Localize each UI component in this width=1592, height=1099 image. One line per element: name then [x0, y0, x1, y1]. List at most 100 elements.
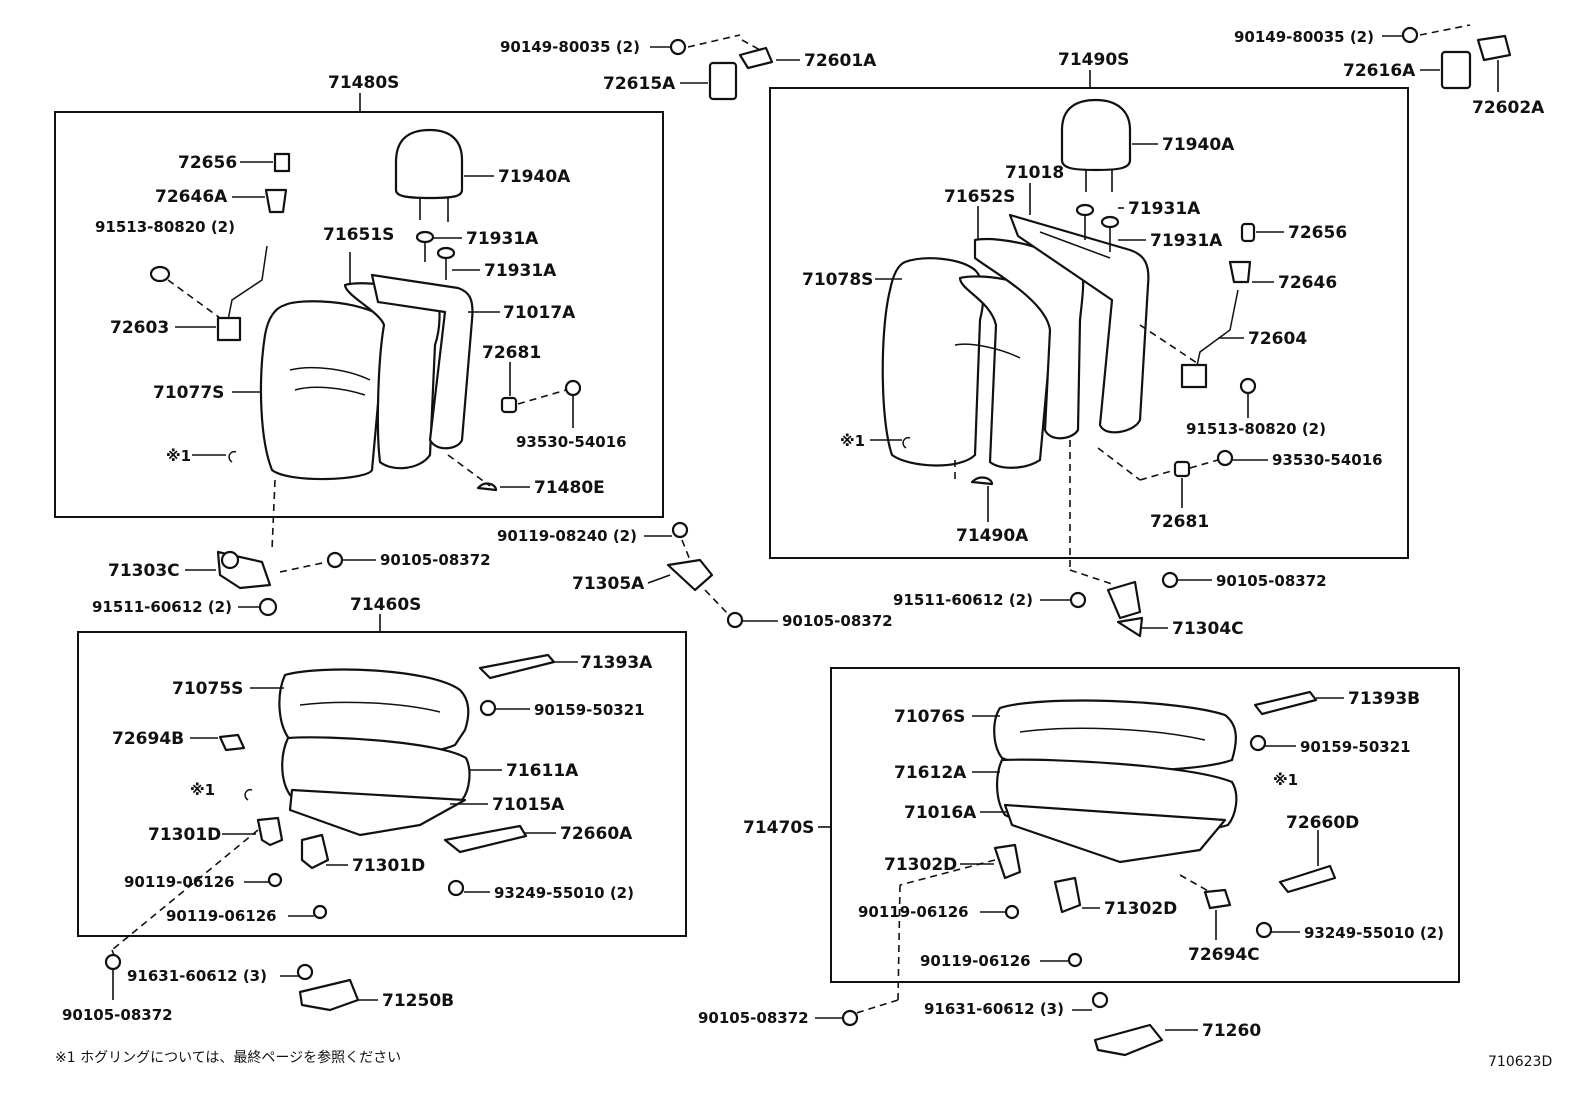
callout: 71940A — [498, 167, 571, 187]
callout: 90105-08372 — [782, 612, 893, 630]
callout: 91631-60612 (3) — [127, 967, 267, 985]
assembly-label-back-right: 71490S — [1058, 50, 1129, 70]
callout: 71651S — [323, 225, 394, 245]
callout: 72660D — [1286, 813, 1359, 833]
callout: 93530-54016 — [516, 433, 627, 451]
callout: 90119-06126 — [124, 873, 235, 891]
frame-cushion-right — [830, 667, 1460, 983]
callout: 71250B — [382, 991, 454, 1011]
callout: 90119-06126 — [920, 952, 1031, 970]
hinge-right — [1106, 580, 1142, 620]
callout: 93249-55010 (2) — [494, 884, 634, 902]
back-frame-left — [370, 273, 474, 450]
callout: 71931A — [484, 261, 557, 281]
bracket-71250B — [298, 978, 360, 1012]
callout: 71302D — [884, 855, 957, 875]
callout: 72681 — [1150, 512, 1209, 532]
lock-cable-right — [1195, 289, 1239, 371]
callout: 72604 — [1248, 329, 1307, 349]
callout: 72656 — [178, 153, 237, 173]
callout: 71075S — [172, 679, 243, 699]
callout: 71393A — [580, 653, 653, 673]
note-mark: ※1 — [840, 432, 865, 450]
note-mark: ※1 — [190, 781, 215, 799]
note-mark: ※1 — [1273, 771, 1298, 789]
callout: 93249-55010 (2) — [1304, 924, 1444, 942]
note-mark: ※1 — [166, 447, 191, 465]
callout: 72681 — [482, 343, 541, 363]
callout: 71611A — [506, 761, 579, 781]
assembly-label-back-left: 71480S — [328, 73, 399, 93]
callout: 72646 — [1278, 273, 1337, 293]
frame-back-right — [769, 87, 1409, 559]
callout: 71078S — [802, 270, 873, 290]
callout: 90159-50321 — [534, 701, 645, 719]
frame-cushion-left — [77, 631, 687, 937]
callout: 71931A — [1128, 199, 1201, 219]
cover-cap-right — [1440, 50, 1472, 90]
callout: 90105-08372 — [698, 1009, 809, 1027]
callout: 91513-80820 (2) — [95, 218, 235, 236]
assembly-label-cushion-left: 71460S — [350, 595, 421, 615]
callout: 72603 — [110, 318, 169, 338]
callout: 72602A — [1472, 98, 1545, 118]
back-frame-right — [1008, 213, 1150, 434]
callout: 72656 — [1288, 223, 1347, 243]
callout: 72601A — [804, 51, 877, 71]
callout: 71302D — [1104, 899, 1177, 919]
callout: 71015A — [492, 795, 565, 815]
cushion-cover-right — [993, 699, 1237, 773]
callout: 72616A — [1343, 61, 1416, 81]
callout: 71017A — [503, 303, 576, 323]
cushion-frame-right — [1003, 803, 1227, 864]
headrest-right — [1060, 98, 1132, 172]
callout: 90105-08372 — [380, 551, 491, 569]
callout: 71480E — [534, 478, 605, 498]
callout: 71076S — [894, 707, 965, 727]
callout: 71652S — [944, 187, 1015, 207]
callout: 72646A — [155, 187, 228, 207]
callout: 90159-50321 — [1300, 738, 1411, 756]
callout: 71016A — [904, 803, 977, 823]
footnote: ※1 ホグリングについては、最終ページを参照ください — [55, 1049, 401, 1066]
bracket-71260 — [1093, 1023, 1164, 1057]
callout: 93530-54016 — [1272, 451, 1383, 469]
callout: 71490A — [956, 526, 1029, 546]
lock-cable-left — [227, 245, 268, 321]
back-cover-left — [259, 300, 390, 481]
callout: 90105-08372 — [1216, 572, 1327, 590]
frame-back-left — [54, 111, 664, 518]
callout: 71931A — [1150, 231, 1223, 251]
callout: 91511-60612 (2) — [92, 598, 232, 616]
callout: 71077S — [153, 383, 224, 403]
headrest-left — [394, 128, 464, 200]
callout: 72694C — [1188, 945, 1260, 965]
callout: 90119-06126 — [858, 903, 969, 921]
callout: 72615A — [603, 74, 676, 94]
callout: 91513-80820 (2) — [1186, 420, 1326, 438]
callout: 90119-08240 (2) — [497, 527, 637, 545]
cover-cap-left — [708, 61, 738, 101]
callout: 71940A — [1162, 135, 1235, 155]
callout: 72694B — [112, 729, 184, 749]
callout: 71304C — [1172, 619, 1244, 639]
callout: 71393B — [1348, 689, 1420, 709]
cushion-cover-left — [278, 668, 470, 757]
callout: 71018 — [1005, 163, 1064, 183]
callout: 90119-06126 — [166, 907, 277, 925]
callout: 71301D — [148, 825, 221, 845]
callout: 91511-60612 (2) — [893, 591, 1033, 609]
callout: 72660A — [560, 824, 633, 844]
back-cover-right — [881, 257, 985, 467]
callout: 71305A — [572, 574, 645, 594]
callout: 71931A — [466, 229, 539, 249]
callout: 71470S — [743, 818, 814, 838]
callout: 71301D — [352, 856, 425, 876]
callout: 90149-80035 (2) — [500, 38, 640, 56]
callout: 71303C — [108, 561, 180, 581]
callout: 90149-80035 (2) — [1234, 28, 1374, 46]
callout: 71260 — [1202, 1021, 1261, 1041]
callout: 71612A — [894, 763, 967, 783]
drawing-code: 710623D — [1488, 1054, 1552, 1070]
